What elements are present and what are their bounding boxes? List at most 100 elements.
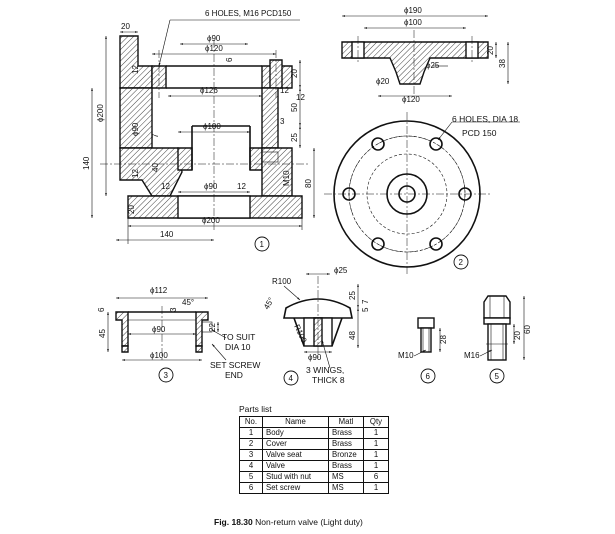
cell-no: 3 [239, 449, 263, 461]
table-row: 3 Valve seat Bronze 1 [239, 449, 389, 461]
v3-d112: ϕ112 [150, 286, 168, 295]
v4-a45: 45° [262, 296, 276, 311]
figure-caption: Fig. 18.30 Non-return valve (Light duty) [214, 517, 363, 527]
v1-h200: ϕ200 [96, 104, 105, 122]
cell-qty: 1 [363, 482, 389, 494]
view-5-stud: M16 20 60 5 [464, 295, 532, 384]
cover-hole-3 [342, 187, 356, 201]
v1-h20-r: 20 [290, 69, 299, 78]
table-row: 5 Stud with nut MS 6 [239, 471, 389, 483]
header-qty: Qty [363, 416, 389, 428]
v4-h5: 5 [361, 307, 370, 312]
cell-qty: 1 [363, 460, 389, 472]
cell-name: Valve [262, 460, 329, 472]
cell-no: 1 [239, 427, 263, 439]
cover-hole-1 [429, 137, 443, 151]
header-name: Name [262, 416, 329, 428]
v4-wings2: THICK 8 [312, 375, 345, 385]
v1-h12-b: 12 [161, 182, 170, 191]
view-2-cover: ϕ190 ϕ100 ϕ25 ϕ20 ϕ120 20 38 6 HOLES, DI… [324, 6, 520, 276]
v3-set1: SET SCREW [210, 360, 260, 370]
cell-name: Stud with nut [262, 471, 329, 483]
v3-h45: 45 [98, 329, 107, 338]
cell-matl: Brass [328, 427, 364, 439]
v6-m10: M10 [398, 351, 414, 360]
v2-d190: ϕ190 [404, 6, 422, 15]
v3-h3: 3 [169, 307, 178, 312]
body-valve-seat-right [249, 147, 263, 171]
v3-suit: TO SUIT [222, 332, 255, 342]
cell-no: 5 [239, 471, 263, 483]
cover-hole-2 [371, 137, 385, 151]
cell-matl: MS [328, 482, 364, 494]
v1-d120: ϕ120 [205, 44, 223, 53]
table-row: 4 Valve Brass 1 [239, 460, 389, 472]
parts-list-title: Parts list [239, 404, 272, 414]
v3-h6: 6 [97, 307, 106, 312]
v4-r100-top: R100 [272, 277, 292, 286]
v3-suit2: DIA 10 [225, 342, 251, 352]
view-1-body-section [91, 19, 315, 244]
cell-qty: 6 [363, 471, 389, 483]
v1-h40: 40 [151, 163, 160, 172]
view-4-valve: R100 ϕ25 45° R100 25 48 7 5 ϕ90 3 WINGS,… [262, 266, 370, 386]
v1-d90: ϕ90 [207, 34, 221, 43]
v4-d25: ϕ25 [334, 266, 348, 275]
cell-matl: Bronze [328, 449, 364, 461]
v1-d126: ϕ126 [200, 86, 218, 95]
figure-number: Fig. 18.30 [214, 517, 253, 527]
cover-hole-4 [458, 187, 472, 201]
parts-list: Parts list No. Name Matl Qty 1 Body Bras… [239, 404, 389, 494]
v1-h90-side: ϕ90 [131, 122, 140, 136]
v2-number: 2 [459, 258, 464, 267]
v5-h60: 60 [523, 325, 532, 334]
v1-d90-bot: ϕ90 [204, 182, 218, 191]
v1-h6: 6 [225, 57, 234, 62]
v3-d100: ϕ100 [150, 351, 168, 360]
cell-qty: 1 [363, 449, 389, 461]
v5-h20: 20 [513, 331, 522, 340]
v2-d120: ϕ120 [402, 95, 420, 104]
cell-qty: 1 [363, 427, 389, 439]
v1-h12-f: 12 [296, 93, 305, 102]
v4-h48: 48 [348, 331, 357, 340]
v4-h25: 25 [348, 291, 357, 300]
v1-h12-a: 12 [280, 86, 289, 95]
body-right-wall [261, 87, 279, 149]
cell-qty: 1 [363, 438, 389, 450]
v3-set2: END [225, 370, 243, 380]
v2-h38: 38 [498, 59, 507, 68]
v4-d90: ϕ90 [308, 353, 322, 362]
cell-name: Valve seat [262, 449, 329, 461]
v5-m16: M16 [464, 351, 480, 360]
cell-matl: Brass [328, 460, 364, 472]
v2-pcd: PCD 150 [462, 128, 497, 138]
cell-name: Cover [262, 438, 329, 450]
v5-number: 5 [495, 372, 500, 381]
v1-h140: 140 [82, 156, 91, 170]
table-row: 2 Cover Brass 1 [239, 438, 389, 450]
v1-w20: 20 [121, 22, 130, 31]
v1-w140: 140 [160, 230, 174, 239]
v4-wings1: 3 WINGS, [306, 365, 344, 375]
v6-number: 6 [426, 372, 431, 381]
v6-h28: 28 [439, 335, 448, 344]
v1-h12-d: 12 [131, 65, 140, 74]
v1-h7: 7 [151, 133, 160, 138]
v1-h12-c: 12 [237, 182, 246, 191]
cell-matl: Brass [328, 438, 364, 450]
v3-d90: ϕ90 [152, 325, 166, 334]
v1-number: 1 [260, 240, 265, 249]
figure-title: Non-return valve (Light duty) [255, 517, 363, 527]
table-row: 6 Set screw MS 1 [239, 482, 389, 494]
cell-matl: MS [328, 471, 364, 483]
v2-d100: ϕ100 [404, 18, 422, 27]
parts-table: No. Name Matl Qty 1 Body Brass 1 2 Cover… [239, 416, 389, 494]
v4-number: 4 [289, 374, 294, 383]
v1-h80: 80 [304, 179, 313, 188]
parts-header-row: No. Name Matl Qty [239, 416, 389, 428]
v1-h25: 25 [290, 133, 299, 142]
body-valve-seat-left [177, 147, 193, 171]
body-top-flange-left [119, 35, 153, 89]
